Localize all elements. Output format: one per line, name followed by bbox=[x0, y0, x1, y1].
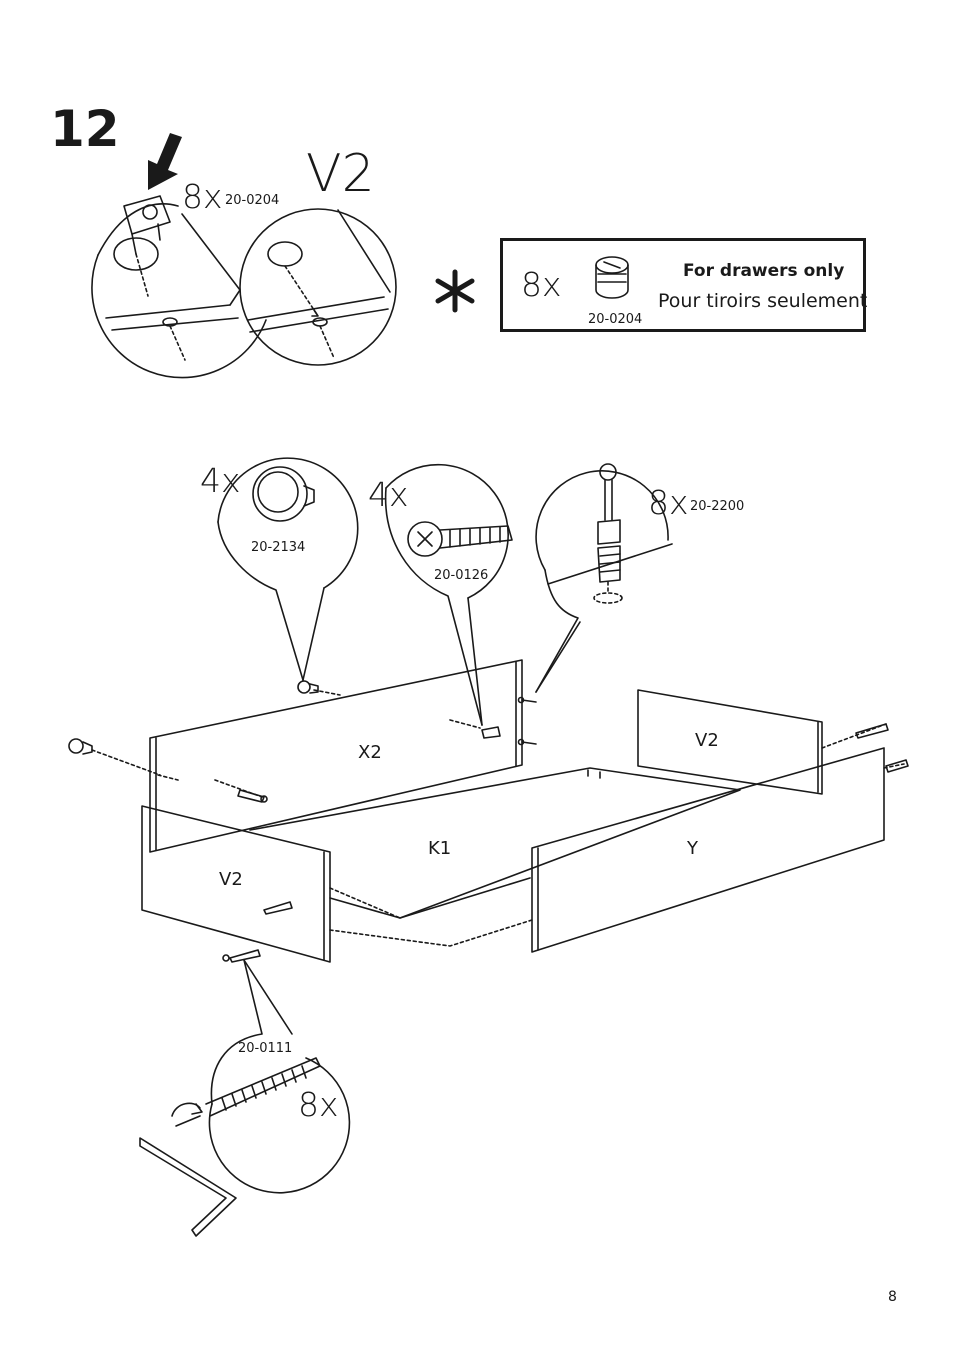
screw-callout bbox=[139, 959, 351, 1237]
top-part-code: 20-0204 bbox=[225, 193, 280, 208]
cam-fitting-left bbox=[68, 689, 341, 776]
side-panel-right-v2 bbox=[637, 689, 889, 795]
panel-label-side-left: V2 bbox=[219, 869, 243, 890]
cam-fitting-icon bbox=[595, 256, 629, 299]
front-panel-y bbox=[531, 747, 909, 953]
knob-quantity: 4x bbox=[200, 461, 241, 500]
bolt-part-code: 20-0126 bbox=[434, 568, 489, 583]
insert-arrow-icon bbox=[148, 133, 182, 190]
detail-circle-right bbox=[239, 208, 397, 366]
page-number: 8 bbox=[888, 1289, 897, 1305]
step-number: 12 bbox=[50, 100, 120, 158]
top-panel-label: V2 bbox=[306, 144, 375, 204]
bottom-panel-k1 bbox=[249, 767, 741, 919]
knob-callout bbox=[217, 457, 359, 694]
detail-circle-left bbox=[91, 195, 267, 379]
dowel-callout bbox=[535, 463, 673, 693]
panel-label-back: X2 bbox=[358, 742, 382, 763]
dowel-part-code: 20-2200 bbox=[690, 499, 745, 514]
note-text-en: For drawers only bbox=[683, 261, 845, 281]
bolt-callout bbox=[384, 463, 513, 739]
note-text-fr: Pour tiroirs seulement bbox=[658, 290, 868, 312]
screw-part-code: 20-0111 bbox=[238, 1041, 293, 1056]
top-quantity: 8x bbox=[182, 177, 223, 216]
dowel-quantity: 8x bbox=[648, 483, 689, 522]
knob-part-code: 20-2134 bbox=[251, 540, 306, 555]
note-quantity: 8x bbox=[521, 265, 562, 304]
side-panel-left-v2 bbox=[141, 805, 533, 963]
bolt-quantity: 4x bbox=[368, 475, 409, 514]
drawers-note-box: 8x 20-0204 For drawers only Pour tiroirs… bbox=[500, 238, 868, 332]
panel-label-bottom: K1 bbox=[428, 838, 452, 859]
note-part-code: 20-0204 bbox=[588, 312, 643, 327]
back-panel-x2 bbox=[149, 659, 537, 853]
screw-quantity: 8x bbox=[298, 1085, 339, 1124]
panel-label-front: Y bbox=[687, 838, 698, 859]
asterisk-icon bbox=[435, 269, 475, 313]
panel-label-side-right: V2 bbox=[695, 730, 719, 751]
